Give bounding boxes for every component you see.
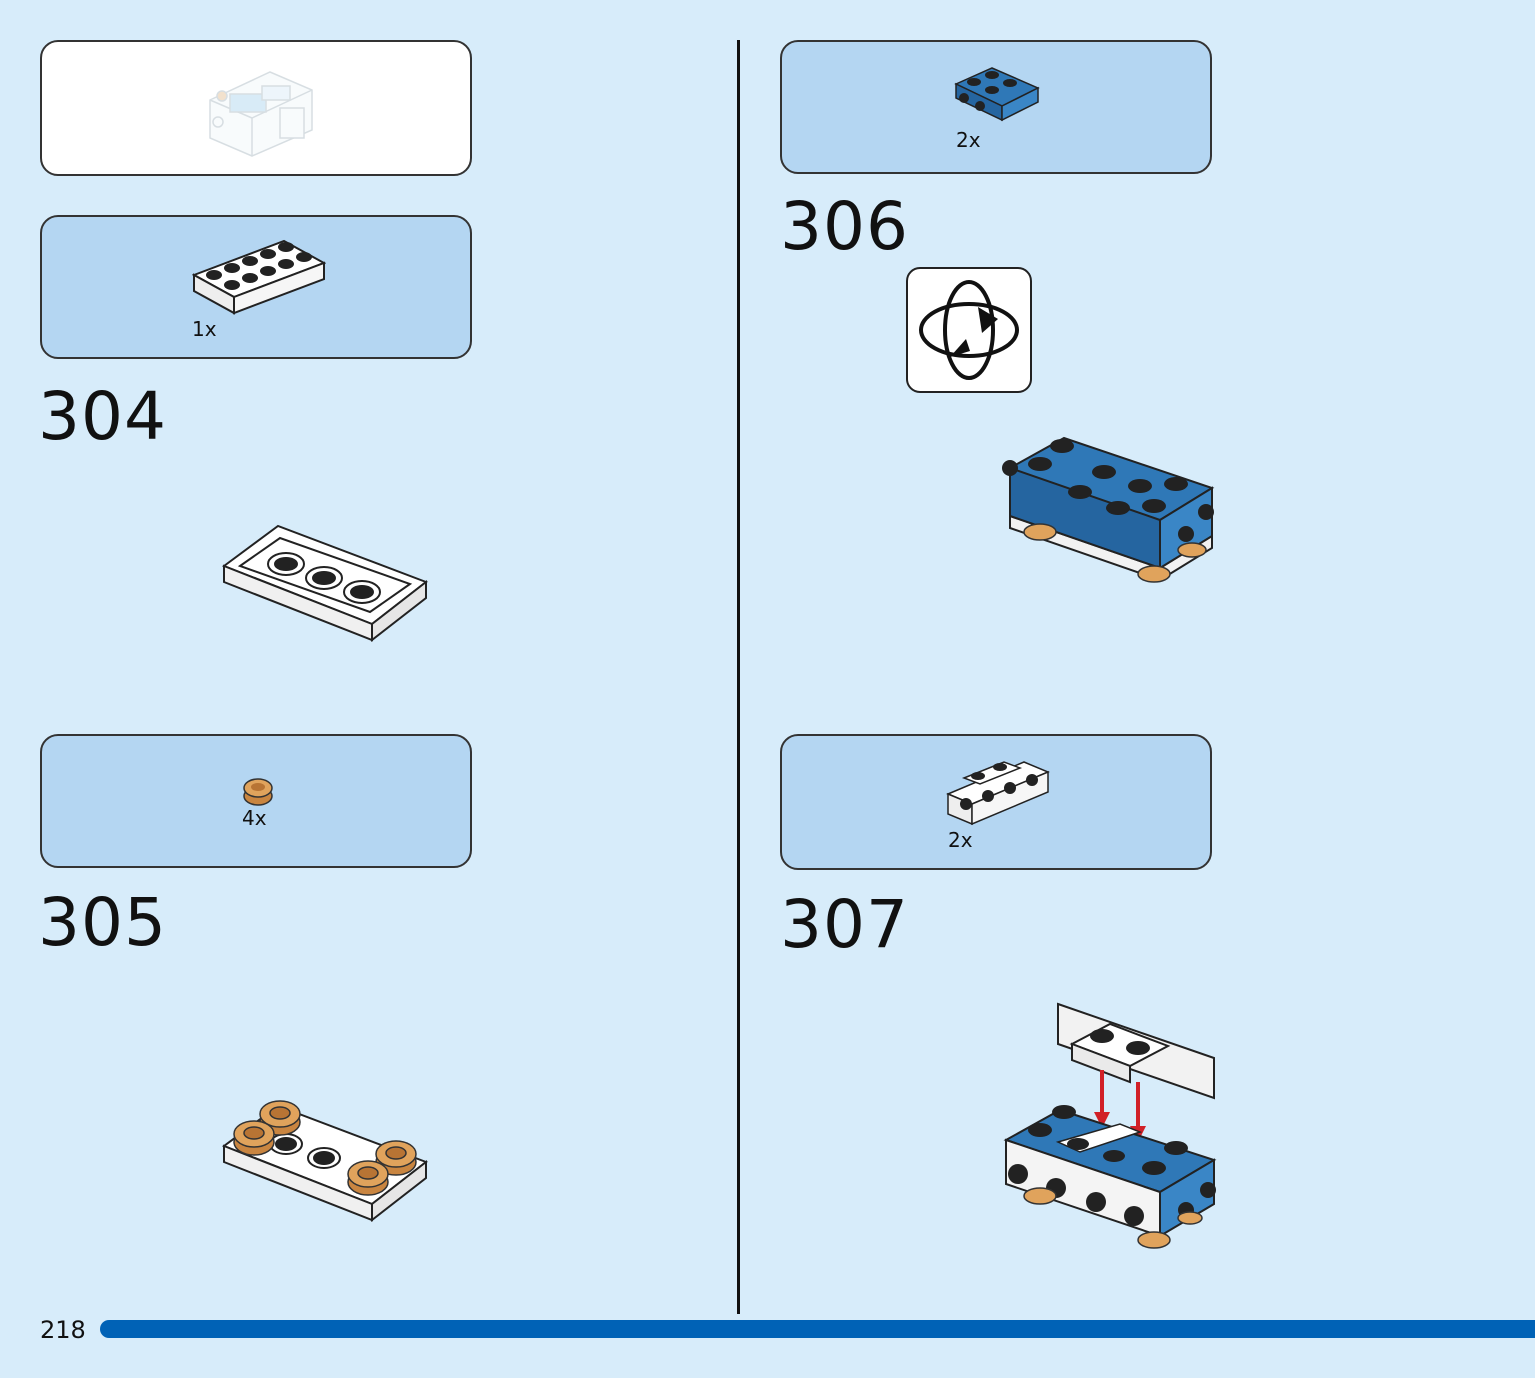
submodel-preview-image bbox=[209, 71, 313, 157]
page-progress-bar bbox=[100, 1320, 1535, 1338]
step-305-model-image bbox=[221, 1100, 429, 1223]
step-307-parts-box: 2x bbox=[780, 734, 1212, 870]
blue-plate-with-studs-part bbox=[954, 67, 1040, 122]
white-bracket-part bbox=[946, 761, 1050, 826]
step-307-number: 307 bbox=[780, 886, 909, 963]
step-306-model-image bbox=[1002, 436, 1215, 583]
step-305-parts-box: 4x bbox=[40, 734, 472, 868]
step-306-number: 306 bbox=[780, 188, 909, 265]
step-304-number: 304 bbox=[38, 378, 167, 455]
step-304-part-quantity: 1x bbox=[192, 317, 217, 341]
plate-2x6-white-part bbox=[192, 239, 326, 315]
column-divider bbox=[737, 40, 740, 1314]
step-305-part-quantity: 4x bbox=[242, 806, 267, 830]
submodel-callout-box bbox=[40, 40, 472, 176]
rotate-model-box bbox=[906, 267, 1032, 393]
tan-round-plate-part bbox=[243, 778, 273, 806]
step-307-model-image bbox=[1003, 1002, 1217, 1249]
rotate-model-icon bbox=[919, 280, 1019, 380]
step-305-number: 305 bbox=[38, 884, 167, 961]
page-number: 218 bbox=[40, 1316, 86, 1344]
step-307-part-quantity: 2x bbox=[948, 828, 973, 852]
step-306-part-quantity: 2x bbox=[956, 128, 981, 152]
step-304-model-image bbox=[221, 524, 429, 643]
step-306-parts-box: 2x bbox=[780, 40, 1212, 174]
step-304-parts-box: 1x bbox=[40, 215, 472, 359]
